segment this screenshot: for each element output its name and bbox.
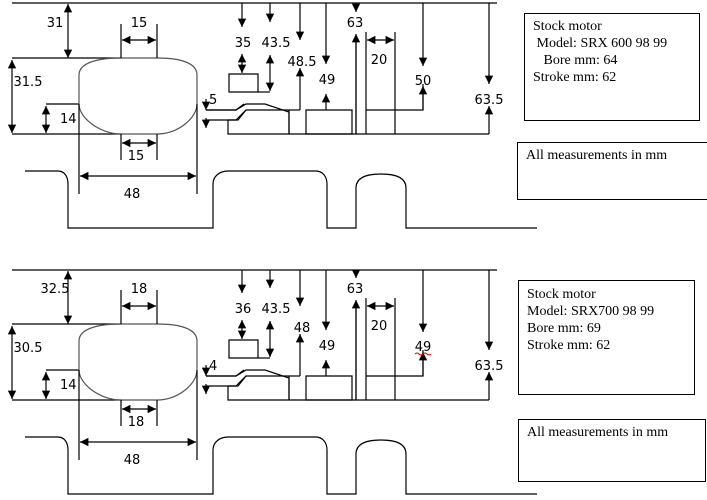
dim-35-label: 35 bbox=[235, 36, 252, 51]
info-line-bore: Bore mm: 69 bbox=[527, 321, 601, 336]
dim-43-5-label: 43.5 bbox=[262, 36, 291, 51]
info-line-bore: Bore mm: 64 bbox=[533, 53, 618, 68]
transfer-baseline bbox=[227, 386, 489, 401]
small-port-box bbox=[228, 73, 259, 93]
dim-top-to-port-label: 32.5 bbox=[41, 282, 70, 297]
dim-63-5-label: 63.5 bbox=[475, 93, 504, 108]
dim-port-bottom-width-label: 18 bbox=[128, 415, 145, 430]
info-line: Stock motor bbox=[533, 19, 602, 34]
dim-48-5-label: 48 bbox=[294, 321, 311, 336]
exhaust-port-outline bbox=[78, 57, 198, 135]
dim-50-label: 49 bbox=[415, 340, 432, 355]
dim-49-label: 49 bbox=[319, 73, 336, 88]
dim-port-width-label: 48 bbox=[124, 453, 141, 468]
info-line-stroke: Stroke mm: 62 bbox=[533, 70, 617, 85]
dim-port-height-label: 31.5 bbox=[14, 75, 43, 90]
small-port-box bbox=[228, 339, 259, 359]
units-note-box-srx700: All measurements in mm bbox=[518, 419, 706, 482]
boost-port-outline bbox=[228, 375, 290, 400]
boost-port-outline bbox=[228, 109, 290, 134]
dim-port-bottom-width-label: 15 bbox=[128, 149, 145, 164]
transfer-baseline bbox=[227, 120, 489, 135]
boost-port-shape bbox=[206, 369, 290, 400]
transfer-port-box bbox=[305, 375, 353, 401]
dim-20-label: 20 bbox=[371, 53, 388, 68]
units-note: All measurements in mm bbox=[526, 148, 668, 163]
info-box-srx700: Stock motor Model: SRX700 98 99 Bore mm:… bbox=[518, 280, 695, 395]
dim-top-to-port-label: 31 bbox=[47, 16, 64, 31]
boost-step-upper bbox=[206, 103, 245, 111]
diagram-srx600: 31 15 31.5 14 15 48 5 35 43.5 48.549 63 20 50 63.5 bbox=[7, 2, 537, 229]
info-line: Stock motor bbox=[527, 287, 596, 302]
dim-43-5-label: 43.5 bbox=[262, 302, 291, 317]
dim-63-5-label: 63.5 bbox=[475, 359, 504, 374]
info-box-srx600: Stock motor Model: SRX 600 98 99 Bore mm… bbox=[524, 13, 700, 121]
dim-20-label: 20 bbox=[371, 319, 388, 334]
cylinder-contour bbox=[25, 170, 537, 229]
info-line-model: Model: SRX 600 98 99 bbox=[533, 36, 668, 51]
cylinder-contour bbox=[25, 436, 537, 495]
boost-step-upper bbox=[206, 369, 245, 377]
transfer-port-box bbox=[305, 109, 353, 135]
dim-49-label: 49 bbox=[319, 339, 336, 354]
dim-port-lower-label: 14 bbox=[60, 378, 77, 393]
boost-port-shape bbox=[206, 103, 290, 134]
dim-boost-step-label: 4 bbox=[209, 359, 217, 374]
dim-port-top-width-label: 15 bbox=[131, 16, 148, 31]
dim-63-label: 63 bbox=[347, 16, 364, 31]
dim-boost-step-label: 5 bbox=[209, 93, 217, 108]
dim-port-top-width-label: 18 bbox=[131, 282, 148, 297]
units-note-box-srx600: All measurements in mm bbox=[517, 142, 707, 200]
dim-port-lower-label: 14 bbox=[60, 112, 77, 127]
info-line-stroke: Stroke mm: 62 bbox=[527, 338, 611, 353]
dim-63-label: 63 bbox=[347, 282, 364, 297]
dim-48-5-label: 48.5 bbox=[288, 55, 317, 70]
dim-50-label: 50 bbox=[415, 74, 432, 89]
units-note: All measurements in mm bbox=[527, 425, 669, 440]
dim-35-label: 36 bbox=[235, 302, 252, 317]
dim-port-width-label: 48 bbox=[124, 187, 141, 202]
exhaust-port-outline bbox=[78, 323, 198, 401]
spellcheck-squiggle bbox=[414, 352, 432, 356]
info-line-model: Model: SRX700 98 99 bbox=[527, 304, 655, 319]
dim-port-height-label: 30.5 bbox=[14, 341, 43, 356]
